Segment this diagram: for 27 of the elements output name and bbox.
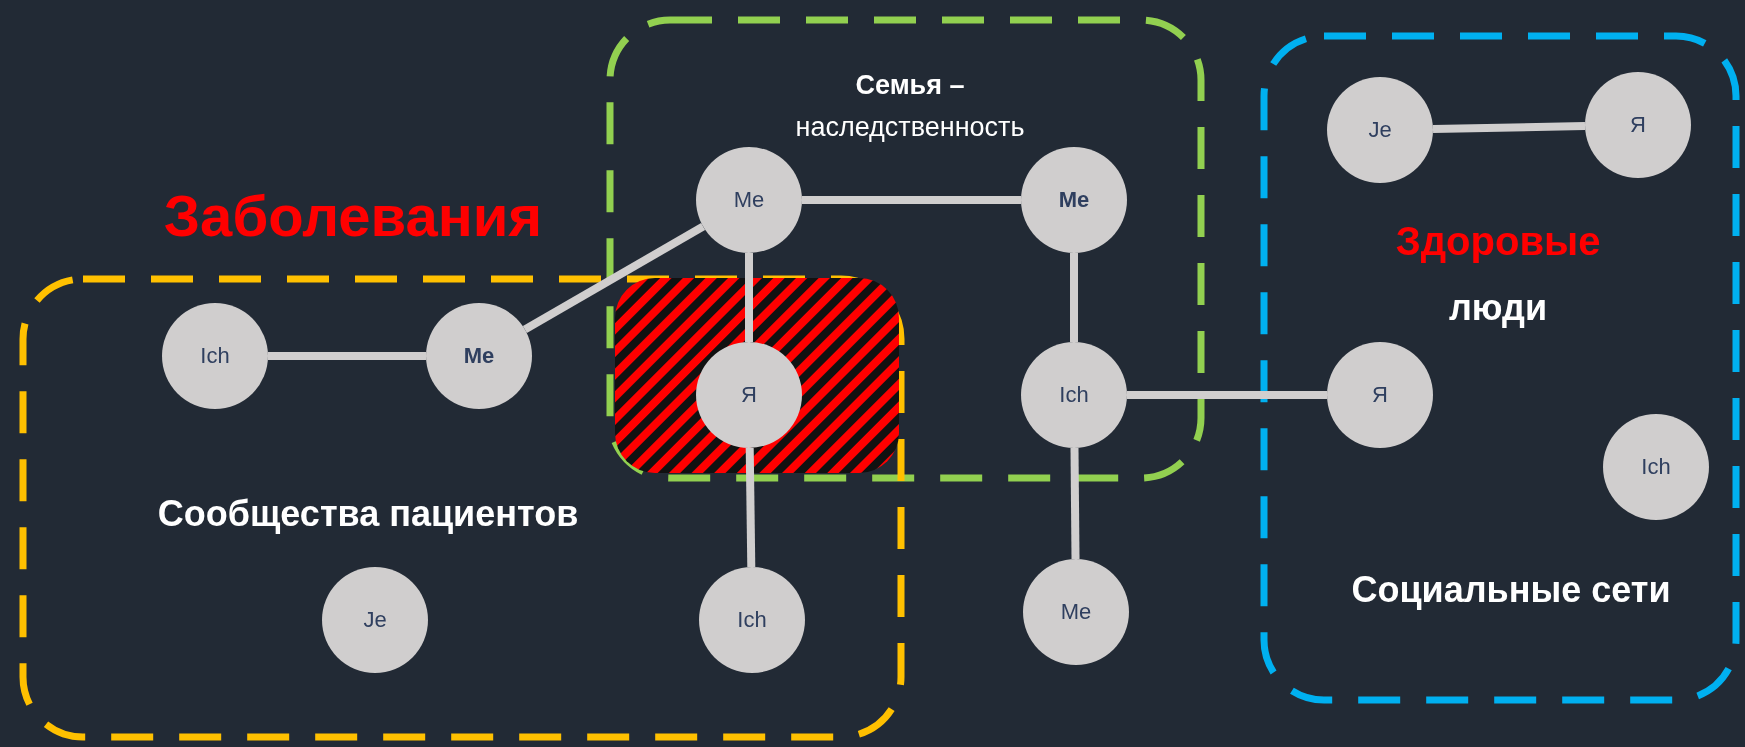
circle-label: Я — [741, 382, 757, 408]
circle-label: Me — [1058, 187, 1090, 213]
circle-label: Я — [1372, 382, 1388, 408]
region-label: Семья – наследственность — [794, 69, 1026, 144]
region-label: Здоровые — [1395, 218, 1601, 264]
region-label: Заболевания — [163, 181, 543, 249]
circle-label: Ich — [200, 343, 230, 369]
connector-line — [522, 223, 706, 333]
circle-label: Me — [1060, 599, 1092, 625]
region-label: Социальные сети — [1351, 569, 1671, 611]
region-label: Сообщества пациентов — [157, 493, 579, 535]
connector-line — [802, 196, 1021, 204]
circle-label: Ich — [1059, 382, 1089, 408]
circle-label: Me — [733, 187, 765, 213]
circle-label: Ich — [737, 607, 767, 633]
circle-label: Je — [363, 607, 387, 633]
connector-line — [1432, 122, 1586, 133]
circle-label: Me — [463, 343, 495, 369]
circle-label: Je — [1368, 117, 1392, 143]
connector-line — [1070, 447, 1080, 560]
connector-line — [1127, 391, 1327, 399]
connector-line — [745, 447, 756, 568]
connector-line — [1070, 253, 1078, 342]
region-label: люди — [1448, 287, 1548, 329]
connector-line — [268, 352, 426, 360]
circle-label: Ich — [1641, 454, 1671, 480]
circle-label: Я — [1630, 112, 1646, 138]
